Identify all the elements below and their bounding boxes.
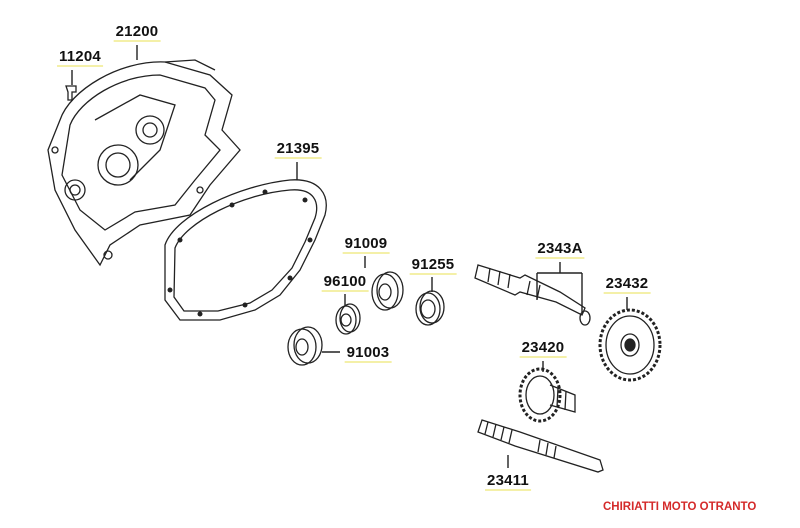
bearing-91003-drawing (287, 326, 323, 366)
counter-gear-23420-drawing (518, 367, 576, 423)
part-label-23432[interactable]: 23432 (603, 275, 651, 294)
dealer-watermark: CHIRIATTI MOTO OTRANTO (603, 501, 757, 513)
part-label-21395[interactable]: 21395 (274, 140, 322, 159)
bearing-96100-drawing (335, 303, 361, 335)
part-label-21200[interactable]: 21200 (113, 23, 161, 42)
bearing-91009-drawing (371, 271, 404, 311)
oil-seal-91255-drawing (415, 290, 445, 326)
final-gear-23432-drawing (598, 308, 662, 382)
part-label-91003[interactable]: 91003 (344, 344, 392, 363)
part-label-96100[interactable]: 96100 (321, 273, 369, 292)
part-label-91255[interactable]: 91255 (409, 256, 457, 275)
drive-shaft-23411-drawing (477, 419, 604, 473)
part-label-11204[interactable]: 11204 (57, 48, 103, 67)
part-label-2343A[interactable]: 2343A (535, 240, 585, 259)
gasket-drawing (164, 179, 327, 321)
transmission-cover-drawing (47, 59, 241, 267)
part-label-23420[interactable]: 23420 (519, 339, 567, 358)
part-label-91009[interactable]: 91009 (342, 235, 390, 254)
pin-drawing (65, 85, 77, 101)
part-label-23411[interactable]: 23411 (485, 472, 531, 491)
drive-shaft-2343A-drawing (474, 264, 591, 326)
